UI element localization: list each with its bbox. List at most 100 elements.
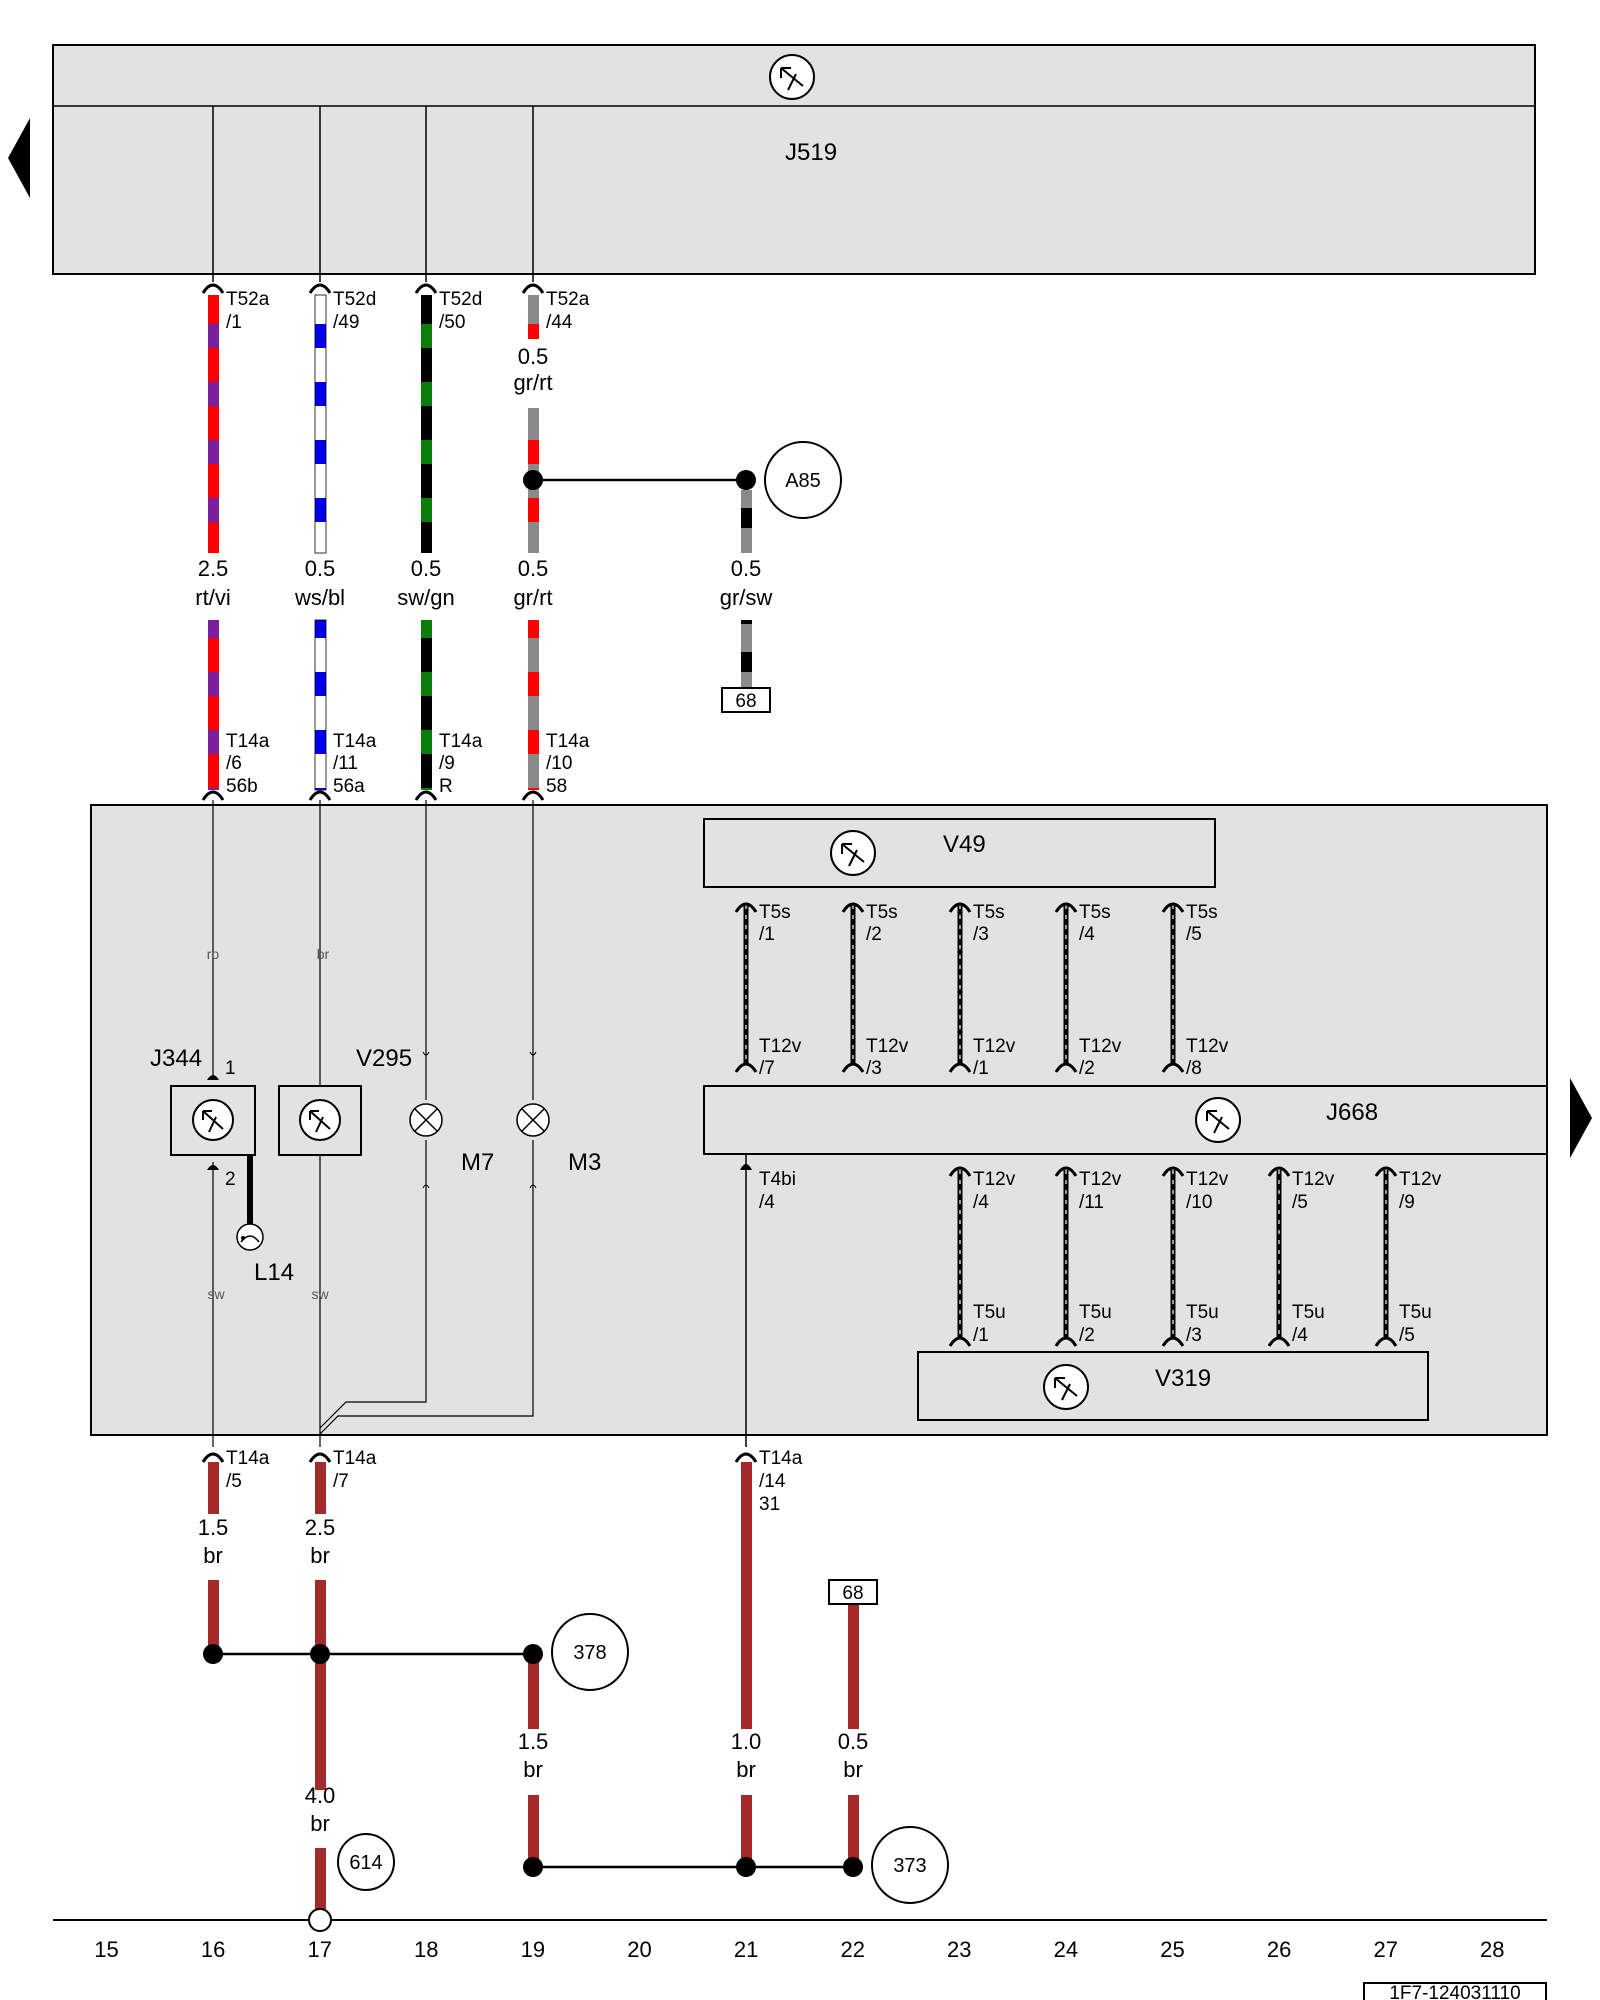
connector-t14a-5: T14a /5: [226, 1448, 270, 1492]
wire-br-19-upper: [528, 1654, 539, 1729]
svg-text:/2: /2: [1079, 1325, 1095, 1346]
m7-bulb-icon: [409, 1103, 443, 1137]
svg-text:T5u: T5u: [1079, 1302, 1112, 1323]
svg-text:T14a: T14a: [333, 1448, 377, 1469]
svg-text:T12v: T12v: [1399, 1169, 1442, 1190]
page-back-arrow-icon[interactable]: [8, 118, 30, 198]
svg-text:T14a: T14a: [759, 1448, 803, 1469]
svg-text:T12v: T12v: [759, 1036, 802, 1057]
wire-wsbl-size: 0.5: [305, 556, 336, 581]
wire-wsbl-lower: [314, 619, 327, 791]
grid-number: 18: [414, 1937, 438, 1962]
svg-text:/3: /3: [1186, 1325, 1202, 1346]
v319-ecu-icon: [1043, 1364, 1089, 1410]
svg-text:378: 378: [573, 1642, 606, 1664]
connector-t14a-14: T14a /14 31: [759, 1448, 803, 1515]
wire-br-16-lower: [208, 1580, 219, 1654]
svg-text:/5: /5: [226, 1471, 242, 1492]
m3-bulb-icon: [516, 1103, 550, 1137]
ref-68-bottom[interactable]: 68: [828, 1579, 878, 1605]
grid-number: 21: [734, 1937, 758, 1962]
wire-br-17-color: br: [310, 1543, 330, 1568]
wire-44-upper-color: gr/rt: [513, 370, 552, 395]
svg-text:T5u: T5u: [1292, 1302, 1325, 1323]
connector-t12v-5: T12v/5: [1292, 1169, 1335, 1213]
ref-68-top[interactable]: 68: [721, 687, 771, 713]
ref-378[interactable]: 378: [551, 1613, 629, 1691]
v319-label: V319: [1155, 1365, 1211, 1392]
svg-text:/7: /7: [333, 1471, 349, 1492]
grid-number: 17: [307, 1937, 331, 1962]
wire-grsw-upper: [741, 490, 752, 553]
connector-t12v-1: T12v/1: [973, 1036, 1016, 1079]
v295-ecu-icon: [299, 1099, 341, 1141]
wire-wsbl-upper: [314, 294, 327, 554]
wire-swgn-upper: [421, 295, 432, 553]
svg-text:T5u: T5u: [1399, 1302, 1432, 1323]
wire-rtvi-upper: [208, 295, 219, 553]
svg-text:/10: /10: [546, 753, 572, 774]
svg-text:/5: /5: [1186, 924, 1202, 945]
wire-br-22-color: br: [843, 1757, 863, 1782]
svg-text:/49: /49: [333, 312, 359, 333]
svg-text:T5s: T5s: [1186, 902, 1218, 923]
m3-label: M3: [568, 1149, 601, 1176]
svg-text:373: 373: [893, 1855, 926, 1877]
svg-text:T12v: T12v: [1079, 1169, 1122, 1190]
connector-t14a-6: T14a /6 56b: [226, 731, 270, 797]
svg-text:/3: /3: [973, 924, 989, 945]
ref-373[interactable]: 373: [871, 1826, 949, 1904]
wire-br-22-upper: [848, 1604, 859, 1729]
wire-rtvi-size: 2.5: [198, 556, 229, 581]
wire-grsw-size: 0.5: [731, 556, 762, 581]
wire-grrt-lower: [528, 620, 539, 790]
connector-t5s-2: T5s/2: [866, 902, 898, 945]
wire-br-17b-size: 4.0: [305, 1783, 336, 1808]
svg-text:T52d: T52d: [333, 289, 376, 310]
grid-number: 19: [521, 1937, 545, 1962]
svg-text:/11: /11: [1079, 1192, 1104, 1213]
svg-text:/4: /4: [759, 1192, 775, 1213]
page-forward-arrow-icon[interactable]: [1570, 1078, 1592, 1158]
svg-text:/10: /10: [1186, 1192, 1212, 1213]
connector-t5u-3: T5u/3: [1186, 1302, 1219, 1346]
connector-t5s-3: T5s/3: [973, 902, 1005, 945]
svg-text:T14a: T14a: [546, 731, 590, 752]
svg-text:/9: /9: [1399, 1192, 1415, 1213]
j519-ecu-icon: [769, 54, 815, 100]
svg-text:A85: A85: [785, 470, 821, 492]
svg-text:T12v: T12v: [866, 1036, 909, 1057]
connector-t12v-3: T12v/3: [866, 1036, 909, 1079]
v49-ecu-icon: [830, 830, 876, 876]
connector-t4bi-4: T4bi /4: [759, 1169, 796, 1213]
doc-id: 1F7-124031110: [1363, 1982, 1547, 2000]
wire-swgn-lower: [421, 620, 432, 790]
svg-text:/9: /9: [439, 753, 455, 774]
svg-text:R: R: [439, 776, 453, 797]
j519-label: J519: [785, 139, 837, 166]
svg-text:68: 68: [735, 691, 756, 712]
wire-sw-label-1: sw: [207, 1286, 225, 1302]
svg-text:/1: /1: [759, 924, 775, 945]
svg-text:/5: /5: [1292, 1192, 1308, 1213]
svg-text:T14a: T14a: [439, 731, 483, 752]
grid-number: 27: [1373, 1937, 1397, 1962]
connector-t12v-4: T12v/4: [973, 1169, 1016, 1213]
connector-t52a-1: T52a /1: [226, 289, 270, 333]
svg-text:T12v: T12v: [973, 1036, 1016, 1057]
wire-grrt-color: gr/rt: [513, 585, 552, 610]
wire-br-22-size: 0.5: [838, 1729, 869, 1754]
ref-614[interactable]: 614: [337, 1833, 395, 1891]
svg-text:T5s: T5s: [866, 902, 898, 923]
j668-box: [703, 1085, 1548, 1155]
wire-br-label: br: [317, 946, 330, 962]
ref-a85[interactable]: A85: [764, 441, 842, 519]
connector-t52a-44: T52a /44: [546, 289, 590, 333]
grid-number: 22: [840, 1937, 864, 1962]
wire-br-17-size: 2.5: [305, 1515, 336, 1540]
svg-text:56a: 56a: [333, 776, 365, 797]
grid-number: 25: [1160, 1937, 1184, 1962]
wire-sw-label-2: sw: [311, 1286, 329, 1302]
svg-text:T4bi: T4bi: [759, 1169, 796, 1190]
